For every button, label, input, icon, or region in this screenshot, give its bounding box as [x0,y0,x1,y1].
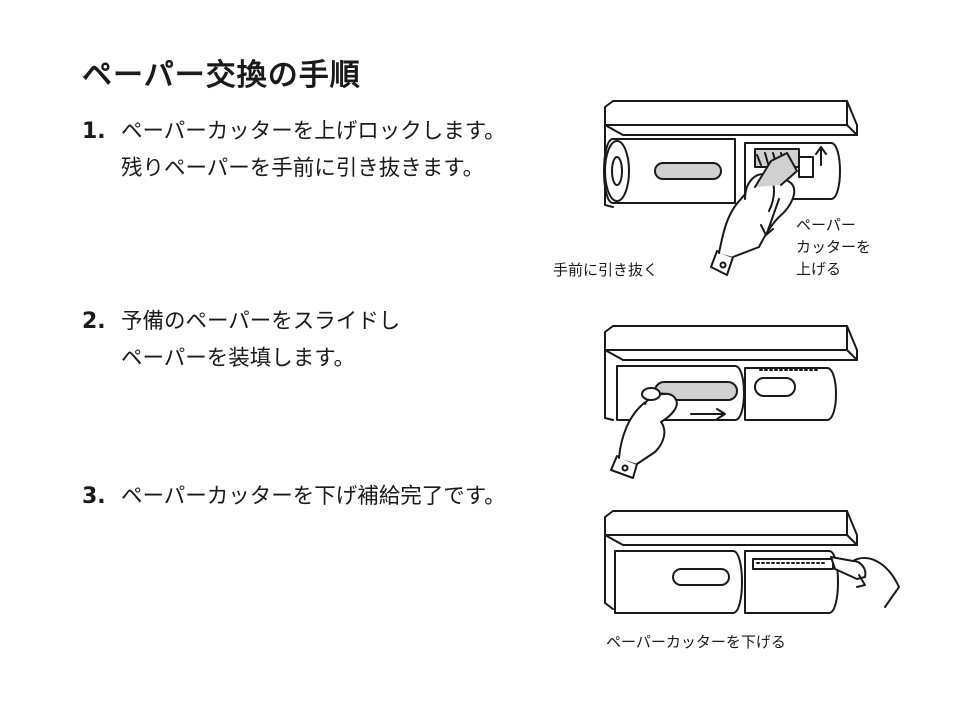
pull-arrow-icon [760,198,780,236]
illustration-raise-cutter [603,100,858,276]
hand-icon [610,387,678,479]
step-text-line: 予備のペーパーをスライドし [121,309,401,334]
page-title: ペーパー交換の手順 [82,58,361,93]
paper-roll-right-icon [744,550,839,614]
caption-raise-cutter: ペーパー カッターを 上げる [796,216,872,278]
paper-roll-left-icon [614,550,743,614]
hand-icon [710,152,798,276]
illustration-lower-cutter [604,510,900,614]
step-text-line: ペーパーカッターを上げロックします。 [121,119,506,144]
slide-arrow-icon [690,408,726,420]
step-2: 2. 予備のペーパーをスライドし ペーパーを装填します。 [82,303,400,377]
hand-icon [830,556,900,608]
step-text-line: 残りペーパーを手前に引き抜きます。 [121,156,485,181]
step-text-line: ペーパーを装填します。 [121,346,356,371]
holder-shelf-icon [604,510,858,610]
holder-shelf-icon [604,325,858,421]
illustration-slide-paper [604,325,858,479]
caption-pull-out: 手前に引き抜く [553,261,659,279]
paper-roll-left-icon [603,138,736,204]
step-1: 1. ペーパーカッターを上げロックします。 残りペーパーを手前に引き抜きます。 [82,113,506,187]
paper-roll-right-icon [744,367,837,421]
step-3: 3. ペーパーカッターを下げ補給完了です。 [82,478,506,515]
step-number: 1. [82,119,106,144]
caption-lower-cutter: ペーパーカッターを下げる [606,633,786,651]
step-text-line: ペーパーカッターを下げ補給完了です。 [121,484,506,509]
step-number: 2. [82,309,106,334]
step-number: 3. [82,484,106,509]
holder-shelf-icon [604,100,858,208]
